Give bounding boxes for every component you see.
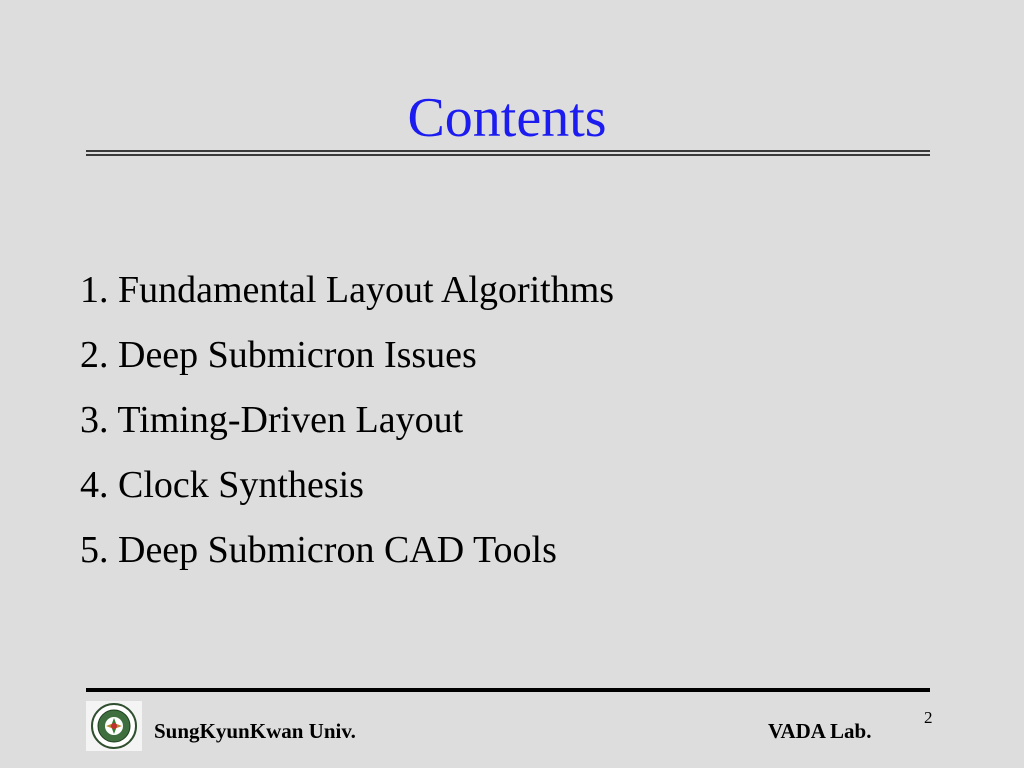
contents-item-2: 2. Deep Submicron Issues: [80, 334, 477, 376]
footer-university-name: SungKyunKwan Univ.: [154, 719, 356, 743]
title-divider: [86, 150, 930, 156]
footer-divider: [86, 688, 930, 692]
contents-list: 1. Fundamental Layout Algorithms 2. Deep…: [80, 258, 614, 583]
contents-item-1: 1. Fundamental Layout Algorithms: [80, 269, 615, 311]
slide-title: Contents: [407, 87, 607, 149]
contents-item-5: 5. Deep Submicron CAD Tools: [80, 529, 557, 571]
contents-item-3: 3. Timing-Driven Layout: [80, 399, 464, 441]
footer-lab-name: VADA Lab.: [768, 719, 872, 743]
contents-item-4: 4. Clock Synthesis: [80, 464, 364, 506]
page-number: 2: [924, 708, 933, 727]
university-seal-icon: [86, 701, 142, 751]
